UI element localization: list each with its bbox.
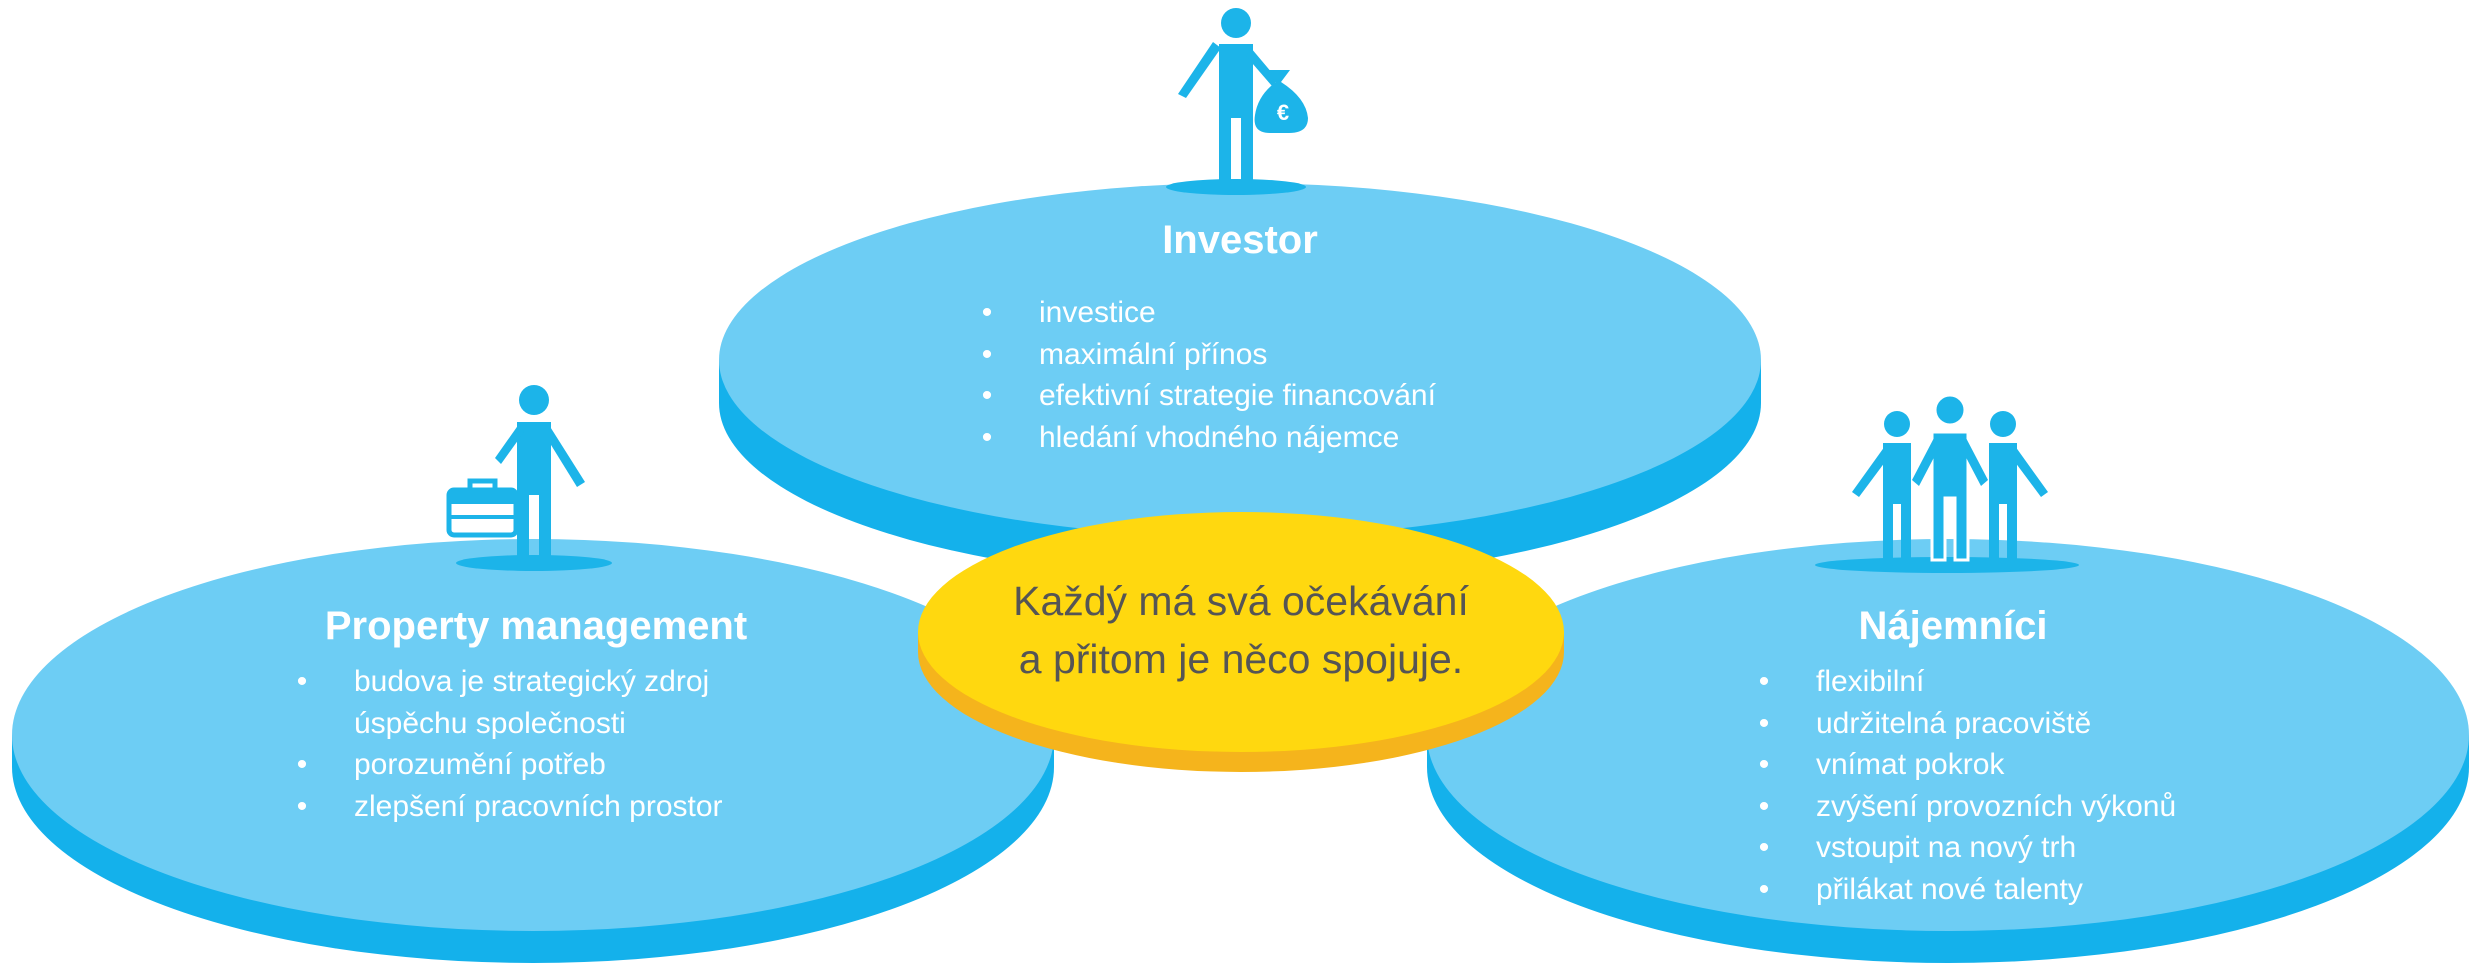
property-management-title: Property management bbox=[324, 604, 748, 648]
list-item: •vnímat pokrok bbox=[1754, 744, 2176, 786]
list-item: •budova je strategický zdroj bbox=[292, 661, 723, 703]
bullet-icon: • bbox=[981, 420, 993, 454]
list-item: •maximální přínos bbox=[977, 334, 1436, 376]
list-item: •flexibilní bbox=[1754, 661, 2176, 703]
bullet-icon: • bbox=[981, 296, 993, 329]
list-item: •přilákat nové talenty bbox=[1754, 869, 2176, 911]
investor-bullet-list: •investice •maximální přínos •efektivní … bbox=[977, 292, 1436, 458]
property-management-disc bbox=[12, 539, 1054, 963]
bullet-icon: • bbox=[1758, 665, 1770, 698]
list-item: úspěchu společnosti bbox=[354, 706, 626, 740]
center-line-1: Každý má svá očekávání bbox=[1013, 578, 1469, 624]
tenants-disc bbox=[1427, 539, 2469, 963]
tenants-bullet-list: •flexibilní •udržitelná pracoviště •vním… bbox=[1754, 661, 2176, 910]
bullet-icon: • bbox=[1758, 831, 1770, 864]
group-of-people-icon bbox=[1815, 393, 2079, 573]
center-disc bbox=[918, 512, 1564, 772]
center-line-2: a přitom je něco spojuje. bbox=[1018, 636, 1464, 682]
list-item: •investice bbox=[977, 292, 1436, 334]
list-item: •porozumění potřeb bbox=[292, 744, 723, 786]
euro-symbol: € bbox=[1277, 100, 1289, 125]
investor-title: Investor bbox=[1162, 218, 1318, 262]
list-item: •hledání vhodného nájemce bbox=[977, 417, 1436, 459]
bullet-icon: • bbox=[1758, 789, 1770, 823]
center-statement: Každý má svá očekávání a přitom je něco … bbox=[941, 572, 1541, 688]
list-item: •zlepšení pracovních prostor bbox=[292, 786, 723, 828]
bullet-icon: • bbox=[296, 665, 308, 698]
bullet-icon: • bbox=[981, 379, 993, 412]
list-item: •udržitelná pracoviště bbox=[1754, 703, 2176, 745]
tenants-title: Nájemníci bbox=[1858, 604, 2048, 648]
bullet-icon: • bbox=[981, 337, 993, 371]
bullet-icon: • bbox=[1758, 706, 1770, 740]
bullet-icon: • bbox=[1758, 748, 1770, 781]
person-with-money-bag-icon: € bbox=[1166, 8, 1308, 195]
bullet-icon: • bbox=[296, 789, 308, 823]
investor-disc bbox=[719, 183, 1761, 580]
list-item: •vstoupit na nový trh bbox=[1754, 827, 2176, 869]
bullet-icon: • bbox=[1758, 872, 1770, 906]
bullet-icon: • bbox=[296, 748, 308, 781]
list-item: •efektivní strategie financování bbox=[977, 375, 1436, 417]
list-item: •zvýšení provozních výkonů bbox=[1754, 786, 2176, 828]
person-with-briefcase-icon bbox=[446, 385, 612, 571]
property-management-bullet-list: •budova je strategický zdroj úspěchu spo… bbox=[292, 661, 723, 827]
